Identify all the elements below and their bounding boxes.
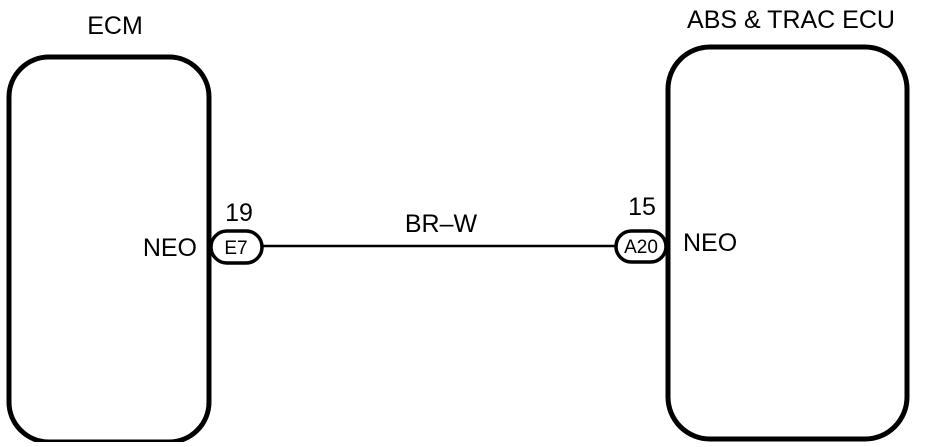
abs-ecu-box <box>665 44 910 442</box>
ecm-pin-number: 19 <box>225 199 253 227</box>
ecm-signal-label: NEO <box>143 234 197 262</box>
abs-ecu-title: ABS & TRAC ECU <box>687 6 895 34</box>
abs-ecu-connector <box>614 229 668 264</box>
ecm-title: ECM <box>87 12 143 40</box>
abs-ecu-connector-label: A20 <box>624 237 658 258</box>
abs-ecu-pin-number: 15 <box>628 193 656 221</box>
wire-color-code: BR–W <box>405 210 478 238</box>
abs-ecu-signal-label: NEO <box>683 229 737 257</box>
ecm-connector-label: E7 <box>224 238 247 259</box>
